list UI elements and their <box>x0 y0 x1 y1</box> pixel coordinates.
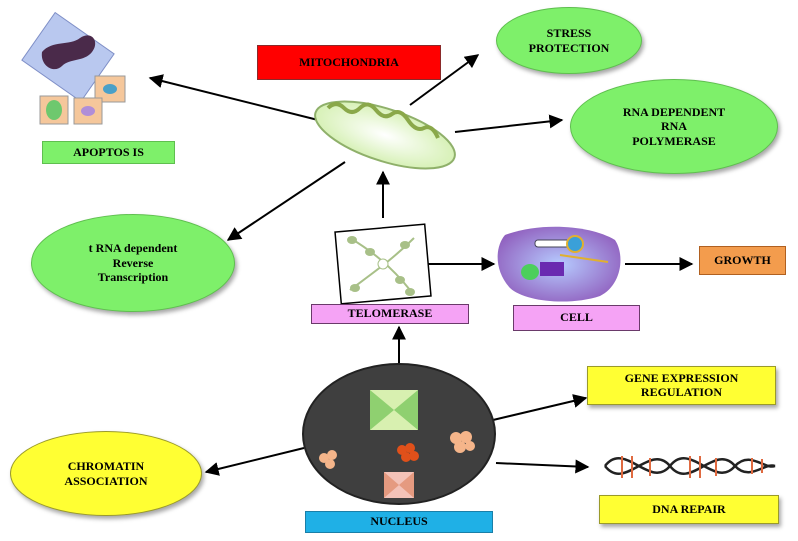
cell-label: CELL <box>513 305 640 331</box>
arrow-nucleus-gene <box>492 394 588 421</box>
arrow-mito-rnapol <box>454 114 564 133</box>
arrow-nucleus-dna <box>495 459 590 474</box>
dna-repair-label: DNA REPAIR <box>599 495 779 524</box>
growth-label: GROWTH <box>699 246 786 275</box>
telomerase-image <box>334 223 432 305</box>
chromatin-association-node: CHROMATIN ASSOCIATION <box>10 431 202 516</box>
apoptosis-image <box>21 11 126 125</box>
dna-helix-image <box>604 456 776 478</box>
mitochondria-image <box>314 100 456 170</box>
apoptosis-label: APOPTOS IS <box>42 141 175 164</box>
nucleus-label: NUCLEUS <box>305 511 493 533</box>
nucleus-image <box>302 363 496 505</box>
arrows <box>148 54 694 476</box>
stress-protection-node: STRESS PROTECTION <box>496 7 642 74</box>
arrow-mito-trna <box>226 161 346 241</box>
arrow-mito-apoptosis <box>148 74 319 121</box>
arrow-nucleus-chromatin <box>204 447 305 476</box>
mitochondria-label: MITOCHONDRIA <box>257 45 441 80</box>
pink-chromosome <box>384 472 414 498</box>
cell-clusters <box>319 431 475 469</box>
telomerase-label: TELOMERASE <box>311 304 469 324</box>
trna-reverse-transcription-node: t RNA dependent Reverse Transcription <box>31 214 235 312</box>
cell-image <box>497 226 621 302</box>
arrow-mito-stress <box>409 54 480 106</box>
rna-dependent-rna-polymerase-node: RNA DEPENDENT RNA POLYMERASE <box>570 79 778 174</box>
green-chromosome <box>370 390 418 430</box>
gene-expression-regulation-label: GENE EXPRESSION REGULATION <box>587 366 776 405</box>
